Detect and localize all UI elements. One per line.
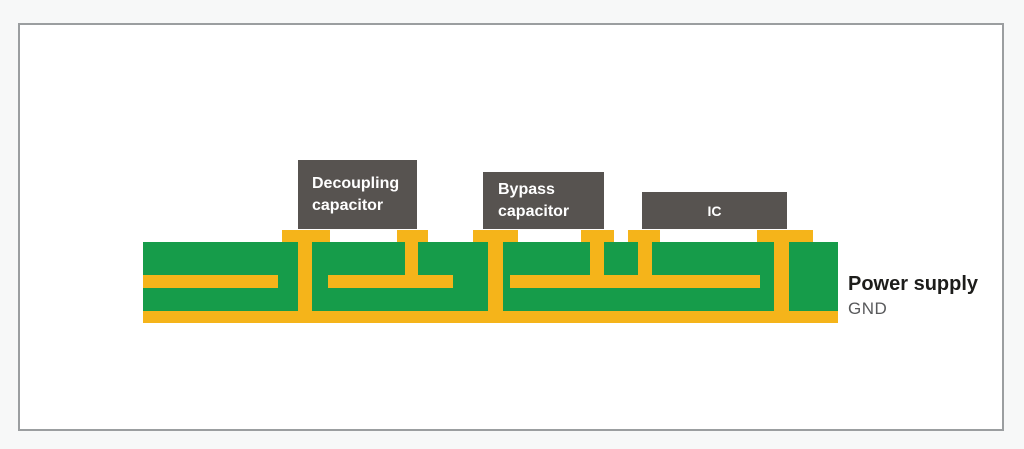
ic-chip: IC xyxy=(642,192,787,229)
inner-power-trace-left xyxy=(143,275,278,288)
pad-ic-right xyxy=(757,230,813,242)
pad-bypass-right xyxy=(581,230,614,242)
pad-decoupling-left xyxy=(282,230,330,242)
pad-decoupling-right xyxy=(397,230,428,242)
pad-bypass-left xyxy=(473,230,518,242)
gnd-via-decoupling-left xyxy=(298,235,312,315)
decoupling-capacitor: Decoupling capacitor xyxy=(298,160,417,229)
ic-label: IC xyxy=(707,202,722,219)
gnd-label: GND xyxy=(848,299,888,318)
power-stub-bypass-right xyxy=(590,237,604,281)
bypass-capacitor-label-line1: Bypass xyxy=(498,180,555,198)
gnd-via-ic-right xyxy=(774,235,789,315)
power-stub-decoupling-right xyxy=(405,237,418,281)
pad-ic-left xyxy=(628,230,660,242)
decoupling-capacitor-label-line1: Decoupling xyxy=(312,174,400,192)
inner-power-trace-middle xyxy=(328,275,453,288)
decoupling-capacitor-label-line2: capacitor xyxy=(312,196,384,214)
bypass-capacitor: Bypass capacitor xyxy=(483,172,604,229)
power-supply-label: Power supply xyxy=(848,273,979,295)
gnd-copper-layer xyxy=(143,311,838,323)
inner-power-trace-right xyxy=(510,275,760,288)
power-stub-ic-left xyxy=(638,237,652,281)
bypass-capacitor-label-line2: capacitor xyxy=(498,202,570,220)
gnd-via-bypass-left xyxy=(488,235,503,315)
diagram-frame: Decoupling capacitor Bypass capacitor IC… xyxy=(18,23,1004,431)
